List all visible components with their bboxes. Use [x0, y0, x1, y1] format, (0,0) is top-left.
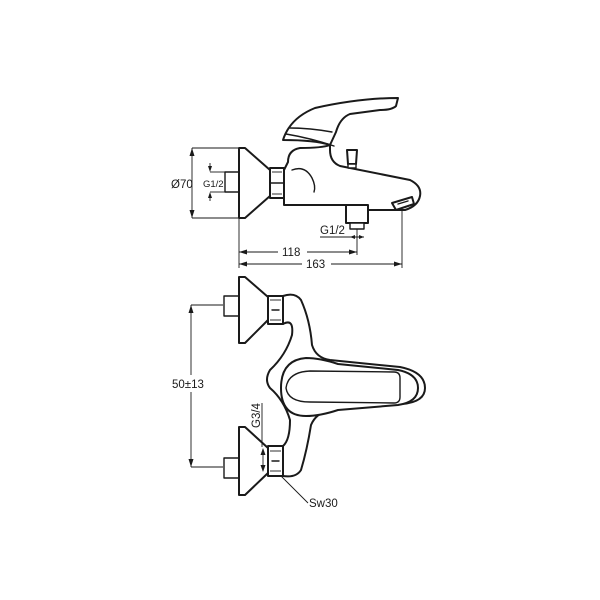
- lower-pipe-stub: [223, 457, 240, 479]
- dim-118-label: 118: [282, 247, 300, 259]
- spout-aerator: [397, 200, 409, 205]
- dim-centre-distance: [188, 304, 223, 468]
- connection-nut: [269, 167, 285, 199]
- eccentric-thread-label: G3/4: [251, 402, 263, 428]
- lever-handle: [282, 97, 399, 146]
- lower-wall-flange: [238, 426, 269, 496]
- inlet-thread-markers: [208, 163, 225, 201]
- dim-diameter: [189, 147, 238, 219]
- lever-inner-grip: [285, 370, 401, 404]
- diverter-base: [347, 163, 357, 169]
- lower-nut: [267, 445, 284, 477]
- lever-joint: [289, 127, 333, 133]
- plan-view: 50±13 G3/4: [172, 276, 426, 510]
- g34-arrows: [260, 448, 266, 472]
- shower-thread-label: G1/2: [320, 225, 345, 237]
- mixer-body: [283, 144, 422, 211]
- wall-flange: [238, 147, 271, 219]
- shower-outlet-thread: [349, 222, 365, 230]
- body-detail-arc: [291, 167, 316, 193]
- shower-outlet: [345, 204, 369, 224]
- diverter-knob: [346, 149, 358, 165]
- upper-wall-flange: [238, 276, 269, 344]
- dim-163: [239, 261, 402, 267]
- lever-underside: [285, 133, 335, 147]
- sw30-leader: [280, 475, 309, 504]
- wrench-size-label: Sw30: [309, 498, 338, 510]
- spout-tip: [391, 196, 415, 211]
- diameter-label: Ø70: [171, 179, 193, 191]
- inlet-pipe-stub: [224, 171, 240, 193]
- inlet-thread-label: G1/2: [203, 179, 224, 190]
- side-view: Ø70 G1/2: [171, 97, 422, 271]
- dim-163-label: 163: [306, 259, 325, 271]
- centre-distance-label: 50±13: [172, 379, 204, 391]
- upper-pipe-stub: [223, 295, 240, 317]
- upper-nut: [267, 295, 284, 325]
- dim-118: [239, 249, 357, 255]
